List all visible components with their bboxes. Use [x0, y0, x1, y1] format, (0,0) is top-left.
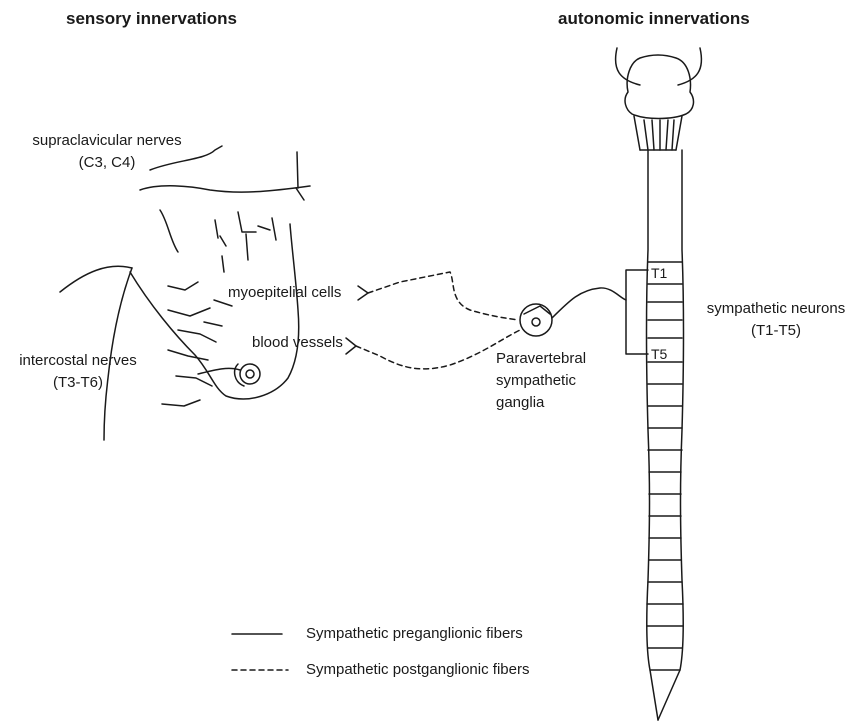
legend-preganglionic: Sympathetic preganglionic fibers [306, 623, 523, 645]
legend-postganglionic: Sympathetic postganglionic fibers [306, 659, 529, 681]
t1-t5-bracket [626, 270, 648, 354]
myoepithelial-terminal [358, 286, 368, 300]
preganglionic-fiber [552, 288, 626, 318]
intercostal-label: intercostal nerves (T3-T6) [4, 350, 152, 394]
t5-label: T5 [651, 343, 667, 365]
blood-vessels-label: blood vessels [252, 332, 343, 354]
sympathetic-neurons-label: sympathetic neurons (T1-T5) [696, 298, 856, 342]
t1-label: T1 [651, 262, 667, 284]
supraclavicular-label: supraclavicular nerves (C3, C4) [18, 130, 196, 174]
ganglia-label: Paravertebral sympathetic ganglia [496, 348, 586, 414]
myoepithelial-label: myoepitelial cells [228, 282, 341, 304]
ganglion [520, 304, 552, 336]
blood-vessel-terminal [346, 338, 356, 354]
spinal-cord [616, 48, 702, 720]
